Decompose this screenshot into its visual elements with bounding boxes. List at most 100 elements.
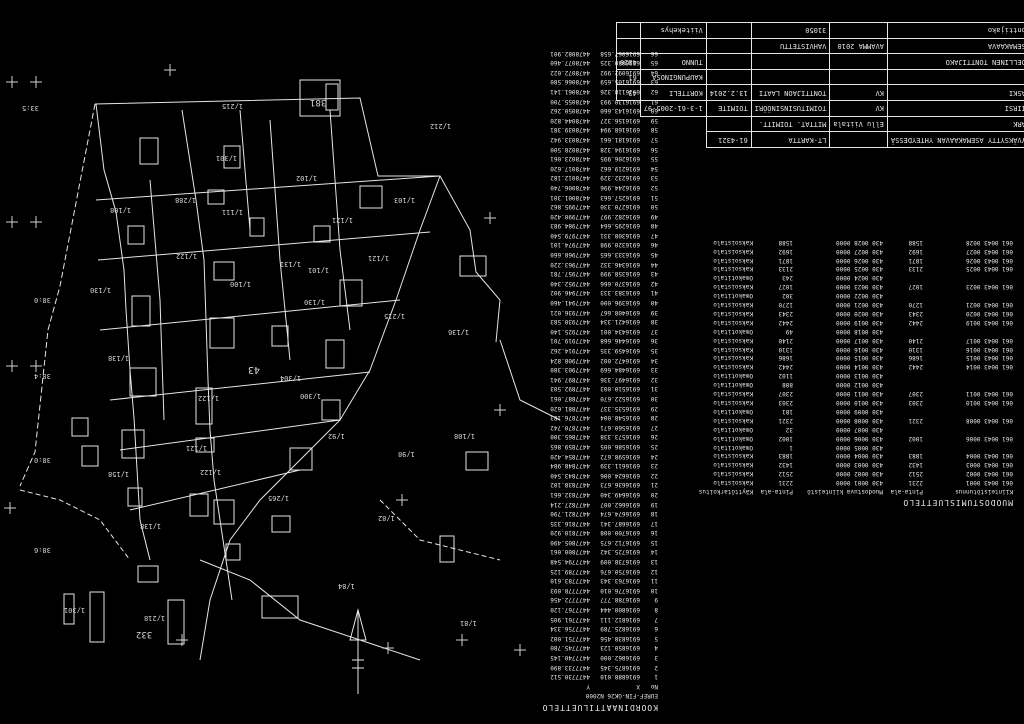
- area-label: 1/300: [300, 392, 321, 400]
- coordinate-cell: 6916674.674: [600, 510, 640, 518]
- title-block-cell: [706, 22, 752, 39]
- plot-line-east: [499, 339, 561, 421]
- title-block-cell: TONTTIJAON LAATI: [751, 85, 830, 101]
- area-label: 1/131: [280, 260, 301, 268]
- formation-cell: 061 0043 0020: [966, 309, 1013, 317]
- plot-line-1: [95, 175, 441, 201]
- coordinate-cell: 6916282.997: [600, 212, 640, 220]
- area-label: 1/121: [368, 254, 389, 262]
- building: [271, 515, 291, 533]
- coordinate-cell: 9: [654, 596, 658, 604]
- coordinate-cell: 17: [650, 519, 658, 527]
- coordinate-cell: 10: [650, 586, 658, 594]
- formation-cell: [923, 424, 1013, 433]
- formation-cell: [923, 379, 1013, 388]
- title-block-cell: ASEMAKAAVA: [887, 38, 1024, 54]
- col-x: X: [636, 682, 640, 690]
- formation-cell: 2343: [778, 309, 793, 317]
- coordinate-cell: 4477881.620: [550, 404, 590, 412]
- formation-cell: [883, 290, 923, 299]
- plot-line-9: [239, 109, 251, 231]
- formation-cell: 181: [782, 407, 793, 415]
- formation-cell: 061 0043 0021: [966, 301, 1013, 309]
- area-label: 1/84: [338, 582, 355, 590]
- coordinate-cell: 6916522.670: [600, 395, 640, 402]
- formation-cell: 061 0043 0025: [966, 265, 1013, 273]
- formation-cell: Omakotitalo: [713, 292, 753, 300]
- formation-cell: Kaksoistalo: [713, 363, 753, 371]
- building: [339, 279, 363, 307]
- formation-cell: 1310: [778, 345, 793, 353]
- coordinate-cell: 6916875.345: [600, 663, 640, 671]
- formation-cell: 430 0016 0000: [836, 345, 883, 353]
- formation-cell: 061 0043 0010: [966, 399, 1013, 407]
- formation-cell: 1432: [908, 461, 923, 469]
- building: [261, 595, 299, 619]
- area-label: 1/288: [175, 196, 196, 204]
- coordinate-cell: 27: [650, 423, 658, 431]
- title-block-cell: [706, 69, 752, 85]
- coordinate-cell: 4478077.460: [550, 59, 590, 67]
- title-block-row: Tonttijako31050Viitekehys: [616, 22, 1024, 39]
- formation-cell: [923, 326, 1013, 335]
- formation-cell: 1588: [908, 238, 923, 246]
- coordinate-cell: 4478001.301: [550, 193, 590, 201]
- formation-cell: 2307: [778, 390, 793, 398]
- col-y: Y: [586, 682, 590, 690]
- building: [249, 217, 265, 237]
- coordinate-cell: 60: [650, 107, 658, 115]
- coordinate-cell: 4477733.890: [550, 663, 590, 671]
- formation-cell: [923, 406, 1013, 415]
- formation-cell: [923, 442, 1013, 451]
- coordinate-cell: 6916118.326: [600, 88, 640, 95]
- coordinate-cell: 31: [650, 385, 658, 393]
- building: [325, 339, 345, 369]
- title-block-cell: 13.2.2014: [706, 85, 752, 101]
- col-area: Pinta-ala: [890, 488, 923, 496]
- title-block-cell: TOIMITUSINSINÖÖRI: [751, 100, 830, 117]
- coordinate-cell: 4477854.420: [550, 452, 590, 460]
- plot-line-6: [129, 469, 301, 511]
- formation-cell: 061 0043 0019: [966, 318, 1013, 326]
- formation-cell: 243: [782, 274, 793, 282]
- coordinate-system: EUREF-FIN-GK26 N2000: [585, 692, 658, 700]
- building: [137, 565, 159, 583]
- formation-cell: 430 0026 0000: [836, 256, 883, 264]
- coordinate-cell: 6916472.002: [600, 356, 640, 364]
- grid-cross: [396, 494, 408, 506]
- building: [207, 189, 225, 205]
- title-block-cell: AVAMMA 2018: [829, 38, 888, 54]
- coordinate-cell: 55: [650, 155, 658, 163]
- coordinate-cell: 4478012.182: [550, 174, 590, 182]
- formation-cell: Kaksoistalo: [713, 238, 753, 246]
- col-new-area: Pinta-ala: [760, 488, 793, 496]
- coordinate-cell: 6916687.341: [600, 519, 640, 527]
- formation-cell: 2343: [908, 309, 923, 317]
- area-label: 1/108: [110, 206, 131, 214]
- formation-cell: 061 0043 0004: [966, 452, 1013, 460]
- street-south: [199, 559, 421, 661]
